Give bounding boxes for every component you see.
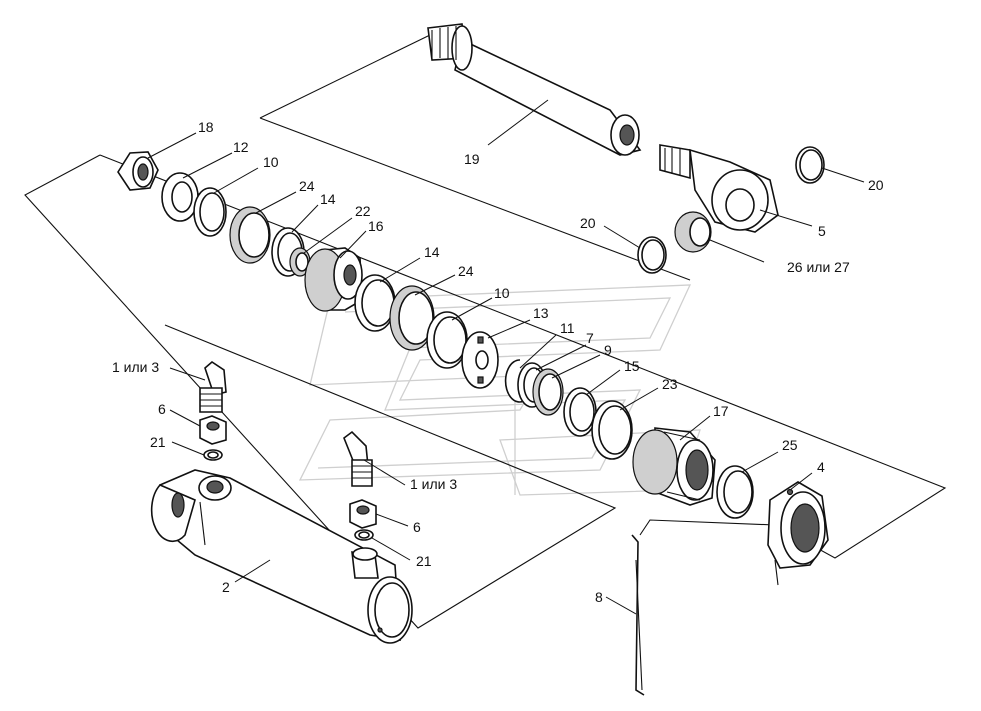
- label-14a: 14: [320, 191, 336, 207]
- part-9-ring: [532, 368, 564, 416]
- part-21-washer-right: [354, 529, 374, 541]
- label-7: 7: [586, 330, 594, 346]
- label-5: 5: [818, 223, 826, 239]
- label-4: 4: [817, 459, 825, 475]
- part-20-ring-right: [795, 146, 825, 184]
- label-2: 2: [222, 579, 230, 595]
- part-21-washer-left: [203, 449, 223, 461]
- label-24a: 24: [299, 178, 315, 194]
- label-9: 9: [604, 342, 612, 358]
- label-17: 17: [713, 403, 729, 419]
- label-12: 12: [233, 139, 249, 155]
- label-20a: 20: [868, 177, 884, 193]
- label-25: 25: [782, 437, 798, 453]
- part-23-ring: [591, 400, 633, 460]
- part-17-gland: [632, 427, 716, 506]
- part-24-bushing: [229, 206, 271, 264]
- label-19: 19: [464, 151, 480, 167]
- label-15: 15: [624, 358, 640, 374]
- label-16: 16: [368, 218, 384, 234]
- part-22-ring: [289, 247, 311, 277]
- part-14b-oring: [354, 274, 396, 332]
- part-24b-bushing: [389, 285, 435, 351]
- part-6-nut-left: [199, 415, 227, 445]
- part-8-lock-wire: [631, 534, 645, 696]
- part-26-27-bearing: [674, 211, 712, 253]
- label-20b: 20: [580, 215, 596, 231]
- label-21a: 21: [150, 434, 166, 450]
- label-26-27: 26 или 27: [787, 259, 850, 275]
- label-24b: 24: [458, 263, 474, 279]
- part-labels: 18 12 10 24 14 22 16 14 24 10 13 11 7 9 …: [112, 119, 884, 605]
- part-10-ring: [193, 187, 227, 237]
- part-18-nut: [117, 151, 159, 191]
- part-4-gland-nut: [767, 481, 829, 569]
- label-14b: 14: [424, 244, 440, 260]
- part-6-nut-right: [349, 499, 377, 529]
- part-5-rod-eye: [659, 144, 779, 233]
- part-25-ring: [716, 465, 754, 519]
- label-10a: 10: [263, 154, 279, 170]
- part-20-ring-left: [637, 236, 667, 274]
- label-13: 13: [533, 305, 549, 321]
- leader-lines: [147, 99, 865, 615]
- label-1a: 1 или 3: [112, 359, 159, 375]
- part-12-washer: [161, 172, 199, 222]
- label-6b: 6: [413, 519, 421, 535]
- label-10b: 10: [494, 285, 510, 301]
- part-2-cylinder-barrel: [150, 469, 413, 644]
- label-8: 8: [595, 589, 603, 605]
- part-1-fitting-left: [199, 360, 227, 413]
- part-10b-ring: [426, 311, 468, 369]
- label-11: 11: [560, 320, 575, 336]
- label-6a: 6: [158, 401, 166, 417]
- label-21b: 21: [416, 553, 432, 569]
- label-18: 18: [198, 119, 214, 135]
- label-23: 23: [662, 376, 678, 392]
- part-1-fitting-right: [343, 430, 373, 487]
- part-13-disc: [461, 331, 499, 389]
- part-16-piston: [304, 247, 363, 312]
- label-22: 22: [355, 203, 371, 219]
- part-15-oring: [563, 387, 597, 437]
- part-19-piston-rod: [427, 23, 642, 156]
- label-1b: 1 или 3: [410, 476, 457, 492]
